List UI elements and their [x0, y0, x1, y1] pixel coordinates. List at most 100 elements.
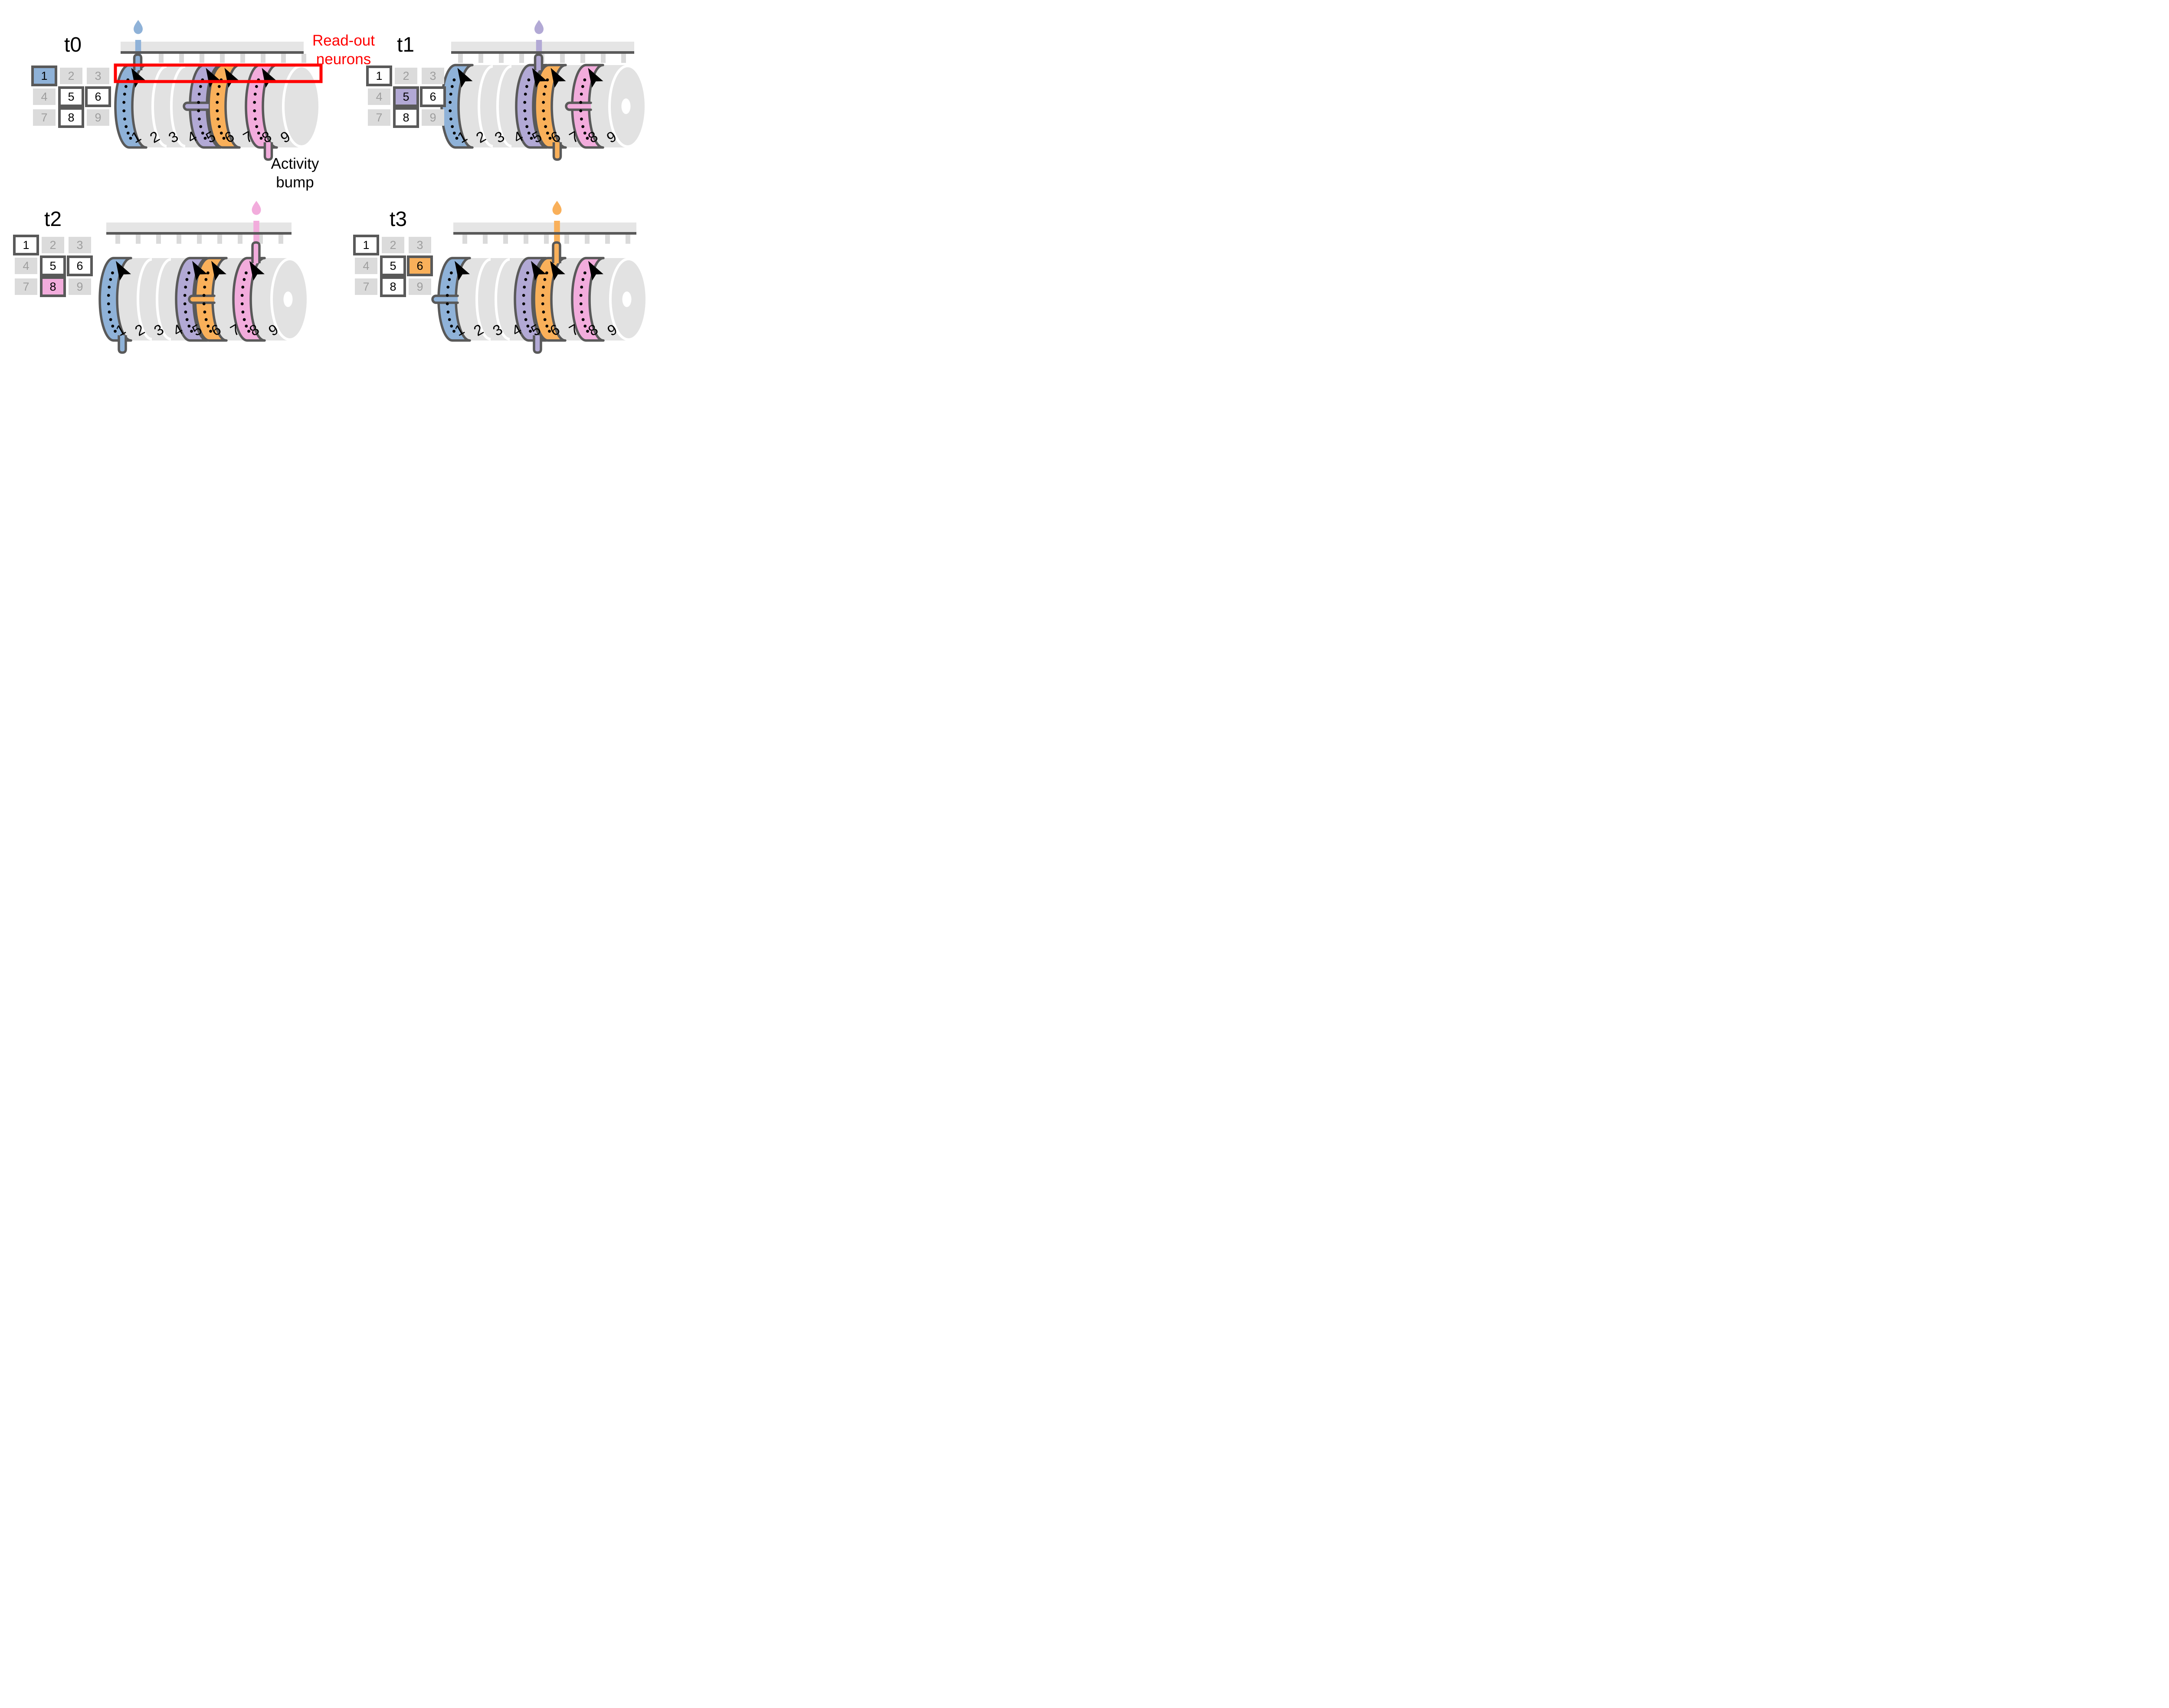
drum-axle-hole [622, 291, 632, 307]
rotation-arrow-blue [455, 261, 470, 281]
panel-t1-time-label: t1 [396, 33, 415, 56]
grid-t2-cell-5: 5 [40, 255, 66, 276]
activity-bump-left-orange [188, 294, 216, 304]
rotation-dots-blue [446, 271, 455, 333]
readout-neuron-tick [524, 235, 528, 244]
grid-t3-cell-7: 7 [355, 278, 377, 295]
ring-separator [156, 258, 171, 340]
readout-neuron-tick [458, 54, 463, 63]
grid-t0-cell-7: 7 [33, 109, 56, 126]
readout-droplet [552, 201, 562, 215]
readout-neuron-tick [601, 54, 606, 63]
readout-neuron-tick [585, 235, 590, 244]
grid-t0-cell-4: 4 [33, 88, 56, 105]
activity-bump-top-orange [552, 241, 561, 263]
readout-neuron-tick [519, 54, 524, 63]
grid-t0-cell-6: 6 [85, 86, 111, 107]
readout-neuron-tick [478, 54, 483, 63]
readout-neuron-tick [136, 235, 141, 244]
drum-axle-hole [621, 98, 631, 114]
rotation-dots-orange [216, 78, 226, 140]
readout-neuron-tick [115, 235, 120, 244]
grid-t0-cell-9: 9 [87, 109, 109, 126]
readout-rail [451, 51, 634, 54]
grid-t3-cell-1: 1 [353, 235, 379, 255]
readout-neuron-tick [197, 235, 202, 244]
rotation-dots-pink [579, 78, 589, 140]
readout-droplet [534, 20, 544, 34]
activity-bump-left-purple [183, 101, 210, 111]
activity-bump-bottom-orange [552, 142, 562, 161]
grid-t1-cell-5: 5 [393, 86, 419, 107]
rotation-arrow-purple [531, 261, 546, 281]
rotation-dots-purple [523, 78, 533, 140]
rotation-arrow-blue [116, 261, 131, 281]
grid-t2-cell-2: 2 [42, 237, 64, 253]
rotation-dots-pink [579, 271, 589, 333]
grid-t0-cell-2: 2 [60, 68, 82, 84]
rotation-arrow-pink [588, 261, 603, 281]
grid-t2-cell-9: 9 [69, 278, 91, 295]
panel-t2-time-label: t2 [44, 208, 62, 231]
readout-rail [453, 232, 636, 235]
readout-neuron-tick [621, 54, 626, 63]
grid-t1-cell-1: 1 [366, 65, 392, 86]
grid-t2-cell-4: 4 [15, 258, 37, 274]
readout-neuron-tick [217, 235, 222, 244]
rotation-arrow-orange [550, 68, 566, 88]
readout-neuron-strip [451, 42, 634, 51]
rotation-arrow-pink [588, 68, 603, 88]
rotation-arrow-blue [457, 68, 473, 88]
readout-neuron-tick [261, 54, 265, 63]
grid-t3-cell-8: 8 [380, 276, 406, 297]
rotation-arrow-purple [532, 68, 547, 88]
readout-neurons-label: Read-out neurons [312, 31, 375, 69]
grid-t2-cell-8: 8 [40, 276, 66, 297]
rotation-dots-orange [202, 271, 212, 333]
ring-separator [170, 65, 186, 147]
rotation-arrow-pink [249, 261, 265, 281]
readout-neuron-tick [483, 235, 488, 244]
grid-t1-cell-7: 7 [368, 109, 390, 126]
grid-t3-cell-2: 2 [382, 237, 404, 253]
grid-t1-cell-6: 6 [420, 86, 446, 107]
grid-t1-cell-4: 4 [368, 88, 390, 105]
readout-neuron-tick [626, 235, 630, 244]
grid-t1-cell-8: 8 [393, 107, 419, 128]
readout-neuron-tick [177, 235, 181, 244]
readout-neuron-tick [159, 54, 164, 63]
rotation-dots-purple [197, 78, 207, 140]
activity-bump-bottom-purple [533, 335, 542, 354]
readout-neuron-tick [605, 235, 610, 244]
readout-neuron-tick [278, 235, 283, 244]
activity-bump-label: Activity bump [271, 154, 319, 192]
readout-neuron-tick [301, 54, 306, 63]
readout-droplet [134, 20, 143, 34]
rotation-arrow-orange [211, 261, 226, 281]
panel-t3-time-label: t3 [389, 208, 407, 231]
grid-t3-cell-4: 4 [355, 258, 377, 274]
activity-bump-top-purple [534, 53, 544, 70]
readout-neuron-tick [220, 54, 225, 63]
grid-t1-cell-3: 3 [422, 68, 444, 84]
rotation-dots-blue [122, 78, 132, 140]
readout-neuron-tick [560, 54, 565, 63]
grid-t2-cell-6: 6 [67, 255, 93, 276]
readout-neuron-tick [544, 235, 549, 244]
readout-neuron-tick [156, 235, 161, 244]
rotation-arrow-purple [192, 261, 207, 281]
grid-t3-cell-9: 9 [409, 278, 431, 295]
readout-neuron-tick [200, 54, 204, 63]
rotation-dots-purple [522, 271, 532, 333]
readout-droplet [252, 201, 261, 215]
readout-neuron-tick [580, 54, 585, 63]
rotation-dots-orange [541, 271, 551, 333]
grid-t0-cell-1: 1 [31, 65, 57, 86]
activity-bump-bottom-pink [263, 142, 273, 161]
activity-bump-label-line1: Activity [271, 155, 319, 172]
ring-separator [151, 65, 167, 147]
